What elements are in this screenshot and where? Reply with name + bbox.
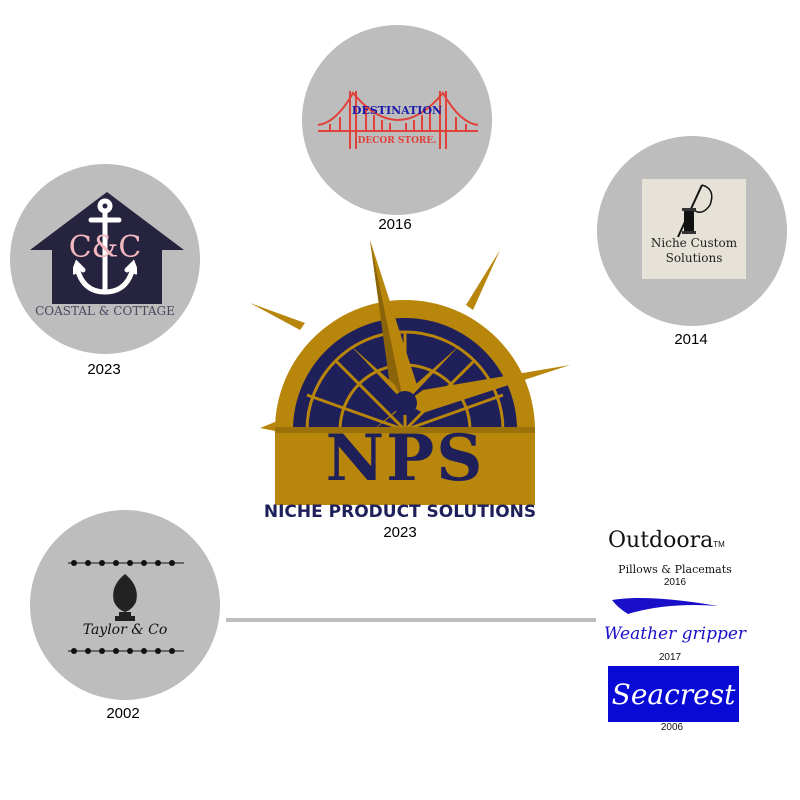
anchor-icon — [73, 198, 137, 295]
golden-gate-bridge-icon — [317, 91, 479, 149]
taylor-year: 2002 — [106, 705, 140, 722]
niche-custom-circle: Niche Custom Solutions — [597, 136, 787, 326]
pinecone-finial-icon — [113, 574, 137, 621]
outdoora-brand: OutdooraTM — [608, 528, 748, 553]
weathergripper-year: 2017 — [658, 652, 682, 663]
taylor-name: Taylor & Co — [82, 622, 168, 638]
niche-custom-line1: Niche Custom — [650, 236, 738, 250]
weathergripper-name: Weather gripper — [603, 624, 747, 644]
floral-border-top-icon — [68, 560, 184, 566]
destination-year: 2016 — [378, 216, 412, 233]
weathergripper-swoosh-icon — [612, 598, 718, 614]
destination-line1: DESTINATION — [351, 104, 443, 117]
ray-left-icon — [250, 303, 305, 330]
niche-custom-tile: Niche Custom Solutions — [642, 179, 746, 279]
floral-border-bottom-icon — [68, 648, 184, 654]
coastal-name: COASTAL & COTTAGE — [35, 304, 175, 318]
coastal-year: 2023 — [87, 361, 121, 378]
outdoora-name: Outdoora — [608, 528, 714, 553]
nps-name: NICHE PRODUCT SOLUTIONS — [263, 502, 537, 522]
connector-line — [226, 618, 596, 622]
needle-thread-icon — [677, 184, 713, 238]
seacrest-box: Seacrest — [608, 666, 739, 722]
outdoora-tagline: Pillows & Placemats — [618, 563, 732, 576]
nps-monogram: NPS — [325, 421, 485, 496]
ray-right-icon — [466, 250, 500, 310]
coastal-monogram: C&C — [68, 230, 142, 265]
coastal-cottage-circle: C&C COASTAL & COTTAGE — [10, 164, 200, 354]
seacrest-year: 2006 — [660, 722, 684, 733]
taylor-co-circle: Taylor & Co — [30, 510, 220, 700]
destination-decor-circle: DESTINATION DECOR STORE. — [302, 25, 492, 215]
seacrest-name: Seacrest — [611, 678, 736, 711]
niche-custom-line2: Solutions — [665, 251, 723, 265]
outdoora-tm: TM — [713, 540, 725, 549]
nps-compass-logo — [250, 240, 570, 505]
nps-year: 2023 — [383, 524, 417, 541]
niche-custom-year: 2014 — [674, 331, 708, 348]
outdoora-year: 2016 — [663, 577, 687, 588]
destination-line2: DECOR STORE. — [357, 136, 437, 146]
